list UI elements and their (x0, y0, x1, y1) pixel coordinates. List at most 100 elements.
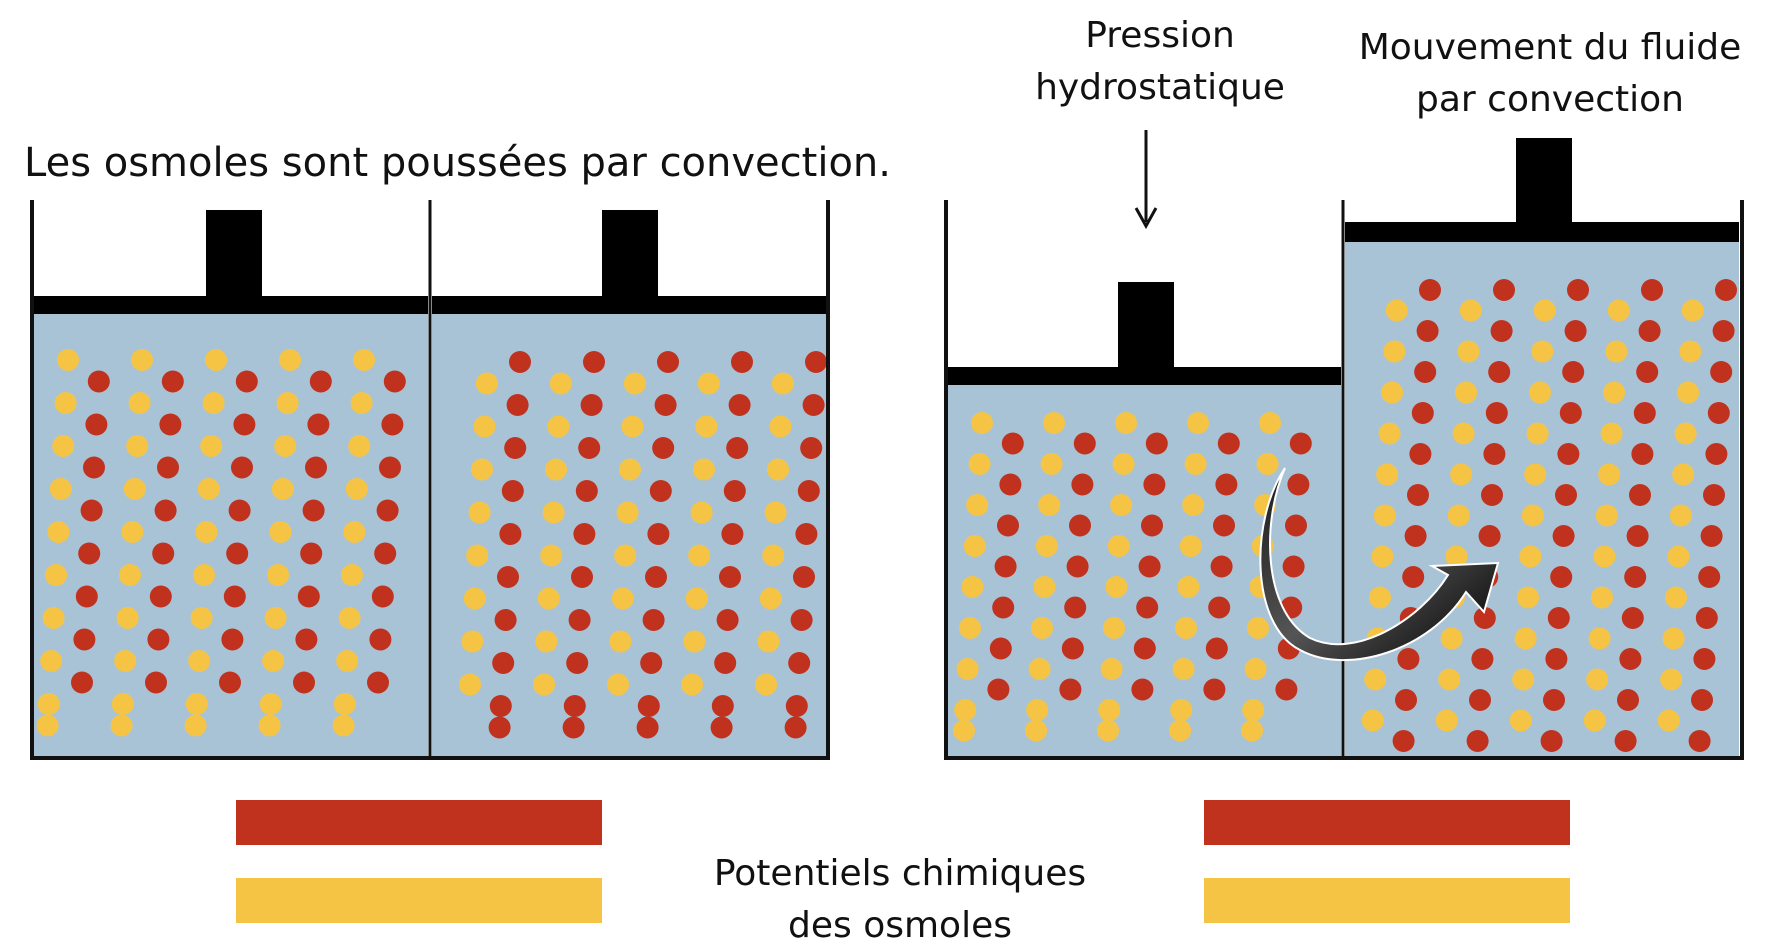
yellow-osmole (690, 501, 713, 524)
red-osmole (231, 456, 253, 479)
red-osmole (805, 351, 827, 373)
yellow-osmole (1455, 381, 1477, 404)
red-osmole (1557, 443, 1580, 465)
red-osmole (1485, 402, 1508, 424)
yellow-osmole (1667, 545, 1690, 568)
yellow-osmole (190, 607, 213, 629)
yellow-osmole (36, 714, 59, 737)
yellow-osmole (953, 719, 975, 742)
yellow-osmole (1591, 586, 1613, 609)
red-osmole (1545, 648, 1568, 670)
yellow-osmole (1526, 422, 1549, 445)
red-osmole (499, 523, 522, 545)
red-osmole (307, 413, 330, 436)
yellow-osmole (1529, 381, 1551, 404)
yellow-osmole (45, 564, 67, 586)
yellow-osmole (971, 412, 993, 434)
red-osmole (1416, 320, 1439, 342)
yellow-osmole (205, 349, 227, 371)
right-piston-a-plate (948, 367, 1341, 385)
yellow-osmole (757, 630, 780, 653)
yellow-osmole (1179, 535, 1202, 557)
yellow-osmole (619, 458, 641, 481)
red-osmole (85, 413, 108, 436)
yellow-osmole (1177, 576, 1200, 598)
red-osmole (1414, 361, 1437, 383)
red-osmole (1069, 514, 1091, 537)
red-osmole (1071, 473, 1094, 496)
red-osmole (795, 523, 818, 545)
yellow-osmole (1187, 412, 1209, 434)
yellow-osmole (258, 714, 281, 737)
yellow-osmole (1381, 381, 1403, 404)
red-osmole (83, 456, 105, 479)
red-osmole (1631, 443, 1654, 465)
red-osmole (381, 413, 404, 436)
red-osmole (504, 437, 527, 459)
yellow-osmole (111, 693, 134, 715)
right-apparatus (944, 130, 1744, 760)
red-osmole (800, 437, 823, 459)
red-osmole (1707, 402, 1730, 424)
yellow-osmole (1452, 422, 1475, 445)
yellow-osmole (1170, 699, 1193, 721)
red-osmole (1473, 607, 1496, 629)
red-osmole (1614, 730, 1637, 752)
red-osmole (721, 523, 744, 545)
yellow-osmole (614, 544, 637, 567)
yellow-osmole (110, 714, 133, 737)
red-osmole (1703, 484, 1725, 506)
red-osmole (640, 652, 663, 674)
yellow-osmole (1445, 545, 1468, 568)
yellow-osmole (466, 544, 489, 567)
yellow-osmole (959, 617, 981, 639)
red-osmole (1555, 484, 1577, 506)
yellow-osmole (1521, 504, 1544, 527)
yellow-osmole (1105, 576, 1128, 598)
red-osmole (1619, 648, 1642, 670)
yellow-osmole (271, 478, 294, 500)
yellow-osmole (769, 415, 792, 438)
red-osmole (989, 637, 1012, 660)
red-osmole (573, 523, 596, 545)
red-osmole (711, 695, 734, 717)
yellow-osmole (473, 415, 496, 438)
yellow-osmole (121, 521, 144, 543)
red-osmole (578, 437, 601, 459)
red-osmole (1493, 279, 1515, 301)
yellow-osmole (1657, 709, 1680, 732)
red-osmole (562, 716, 585, 739)
red-osmole (383, 370, 406, 393)
red-osmole (575, 480, 598, 502)
yellow-osmole (1438, 668, 1461, 691)
red-osmole (1547, 607, 1570, 629)
red-osmole (379, 456, 401, 479)
yellow-osmole (40, 650, 63, 672)
yellow-osmole (1256, 453, 1279, 475)
yellow-osmole (269, 521, 292, 543)
yellow-osmole (683, 630, 706, 653)
chemical-potentials-label-line2: des osmoles (788, 905, 1012, 946)
red-osmole (583, 351, 605, 373)
yellow-osmole (759, 587, 782, 610)
yellow-osmole (1098, 699, 1121, 721)
yellow-osmole (1378, 422, 1401, 445)
yellow-osmole (1033, 576, 1056, 598)
red-osmole (992, 596, 1015, 619)
yellow-osmole (262, 650, 285, 672)
red-osmole (509, 351, 531, 373)
right-chamber-a-osmoles (953, 412, 1312, 742)
red-osmole (1064, 596, 1087, 619)
yellow-osmole (200, 435, 223, 457)
yellow-osmole (185, 693, 208, 715)
yellow-osmole (1605, 340, 1628, 363)
yellow-osmole (1385, 299, 1408, 322)
red-osmole (161, 370, 184, 393)
yellow-osmole (1607, 299, 1630, 322)
red-osmole (494, 609, 517, 631)
left-red-potential-bar (236, 800, 602, 845)
yellow-osmole (545, 458, 567, 481)
red-osmole (1411, 402, 1434, 424)
yellow-osmole (336, 650, 359, 672)
red-osmole (1562, 361, 1585, 383)
